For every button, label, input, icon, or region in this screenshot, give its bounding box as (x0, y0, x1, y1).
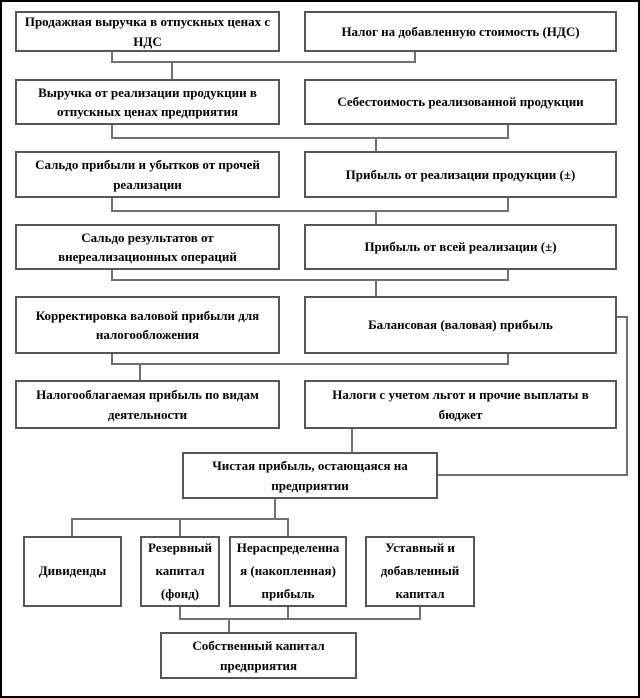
node-sales-proceeds: Выручка от реализации продукции в отпуск… (15, 79, 280, 125)
node-other-sales-balance: Сальдо прибыли и убытков от прочей реали… (15, 151, 280, 198)
node-net-profit: Чистая прибыль, остающаяся на предприяти… (182, 452, 438, 499)
node-taxes-and-payments: Налоги с учетом льгот и прочие выплаты в… (304, 380, 617, 429)
node-balance-gross-profit: Балансовая (валовая) прибыль (304, 296, 617, 354)
node-equity-capital: Собственный капитал предприятия (160, 632, 357, 679)
node-non-operating-balance: Сальдо результатов от внереализационных … (15, 224, 280, 270)
node-total-sales-profit: Прибыль от всей реализации (±) (304, 224, 617, 270)
node-retained-profit: Нераспределенная (накопленная) прибыль (229, 536, 347, 607)
node-dividends: Дивиденды (23, 536, 122, 607)
node-sales-revenue-with-vat: Продажная выручка в отпускных ценах с НД… (15, 11, 280, 52)
node-authorized-capital: Уставный и добавленный капитал (365, 536, 475, 607)
node-taxable-profit: Налогооблагаемая прибыль по видам деятел… (15, 380, 280, 429)
node-vat: Налог на добавленную стоимость (НДС) (304, 11, 617, 52)
node-cost-of-goods: Себестоимость реализованной продукции (304, 79, 617, 125)
node-reserve-capital: Резервный капитал (фонд) (140, 536, 220, 607)
node-gross-profit-adjustment: Корректировка валовой прибыли для налого… (15, 296, 280, 354)
node-product-sales-profit: Прибыль от реализации продукции (±) (304, 151, 617, 198)
